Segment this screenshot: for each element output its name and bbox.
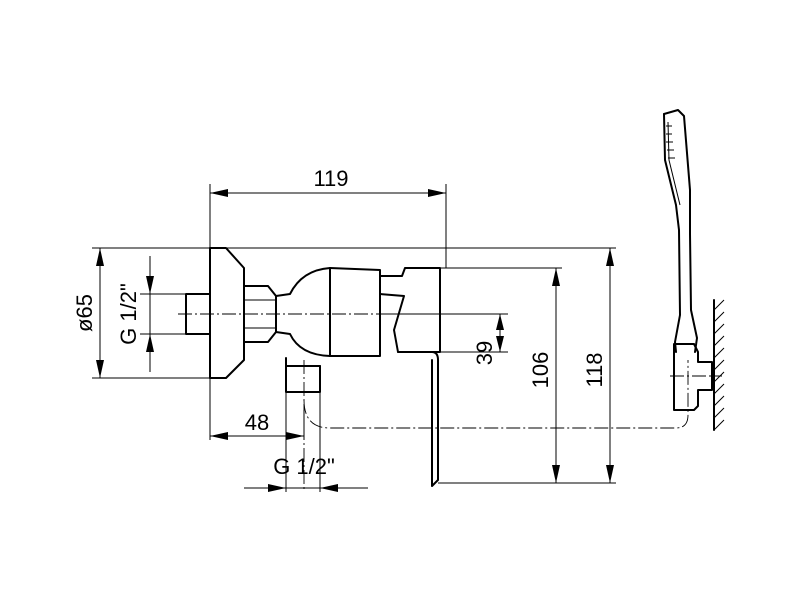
shower-assembly	[663, 109, 725, 431]
dim-outlet-thread	[244, 484, 368, 492]
label-height-106: 106	[528, 352, 553, 389]
label-outlet-thread: G 1/2"	[273, 454, 335, 479]
dim-48	[210, 432, 304, 440]
label-height-118: 118	[582, 352, 607, 387]
center-lines	[178, 313, 722, 490]
label-flange-diameter: ø65	[72, 294, 97, 332]
label-width-119: 119	[313, 166, 348, 191]
dim-65	[96, 248, 104, 378]
label-inlet-thread: G 1/2"	[116, 283, 141, 345]
dim-118	[606, 248, 614, 483]
dim-119	[210, 189, 446, 197]
extension-lines	[92, 184, 616, 492]
dim-106	[552, 268, 560, 483]
dim-inlet-thread	[146, 256, 154, 372]
wall-hatch	[713, 299, 725, 431]
label-lever-39: 39	[472, 341, 497, 365]
spray-face	[666, 125, 675, 159]
label-offset-48: 48	[245, 410, 269, 435]
mixer-body	[185, 247, 441, 487]
dim-39	[496, 314, 504, 352]
